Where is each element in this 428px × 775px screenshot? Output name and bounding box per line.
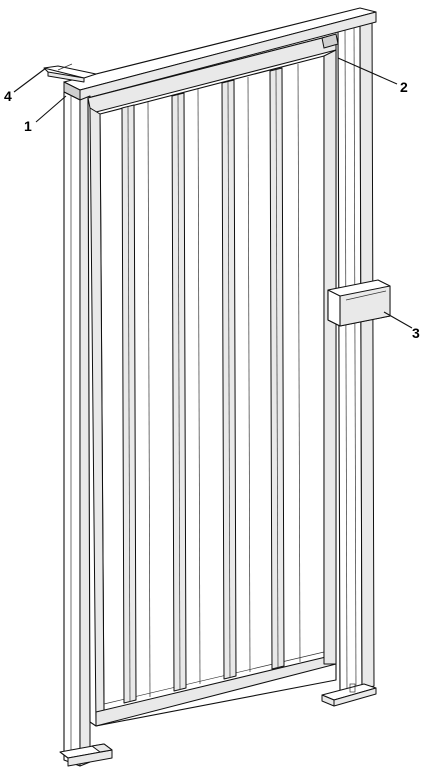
leader-1 xyxy=(35,95,67,123)
right-post xyxy=(337,13,375,699)
top-beam xyxy=(63,7,377,101)
leader-4 xyxy=(13,67,47,93)
lock-box xyxy=(327,279,391,327)
left-post xyxy=(63,91,91,767)
callout-1: 1 xyxy=(24,118,32,134)
upper-hinge-bracket xyxy=(321,33,339,49)
callout-4: 4 xyxy=(4,88,12,104)
vertical-slats xyxy=(121,63,301,704)
callout-3: 3 xyxy=(412,325,420,341)
leader-lines xyxy=(13,57,413,329)
left-foot-plate xyxy=(59,743,113,767)
right-foot-plate xyxy=(321,683,377,707)
leader-3 xyxy=(383,311,413,329)
callout-2: 2 xyxy=(400,79,408,95)
leader-2 xyxy=(337,57,398,85)
